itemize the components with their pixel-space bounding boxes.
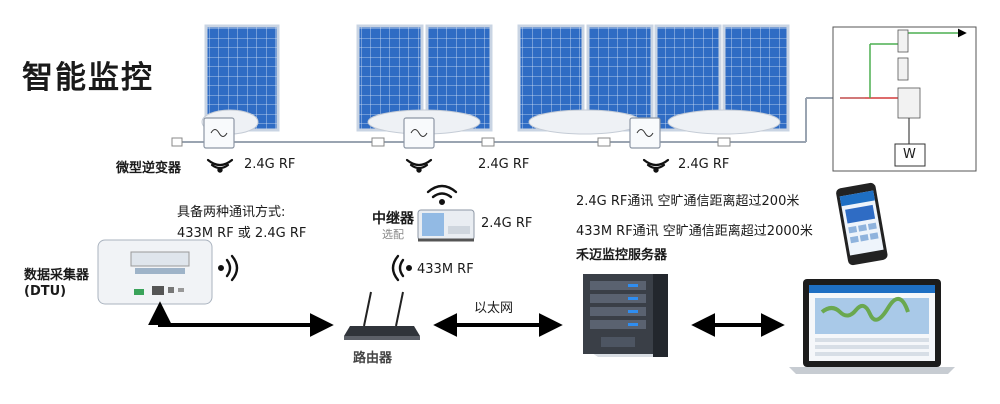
repeater-rf-label: 2.4G RF <box>481 216 533 231</box>
dtu-wifi-icon <box>217 254 239 282</box>
rf-label: 2.4G RF <box>478 157 530 172</box>
comm-modes-line2: 433M RF 或 2.4G RF <box>177 226 307 241</box>
ethernet-label: 以太网 <box>474 301 514 316</box>
range-24-label: 2.4G RF通讯 空旷通信距离超过200米 <box>576 194 800 209</box>
range-433-label: 433M RF通讯 空旷通信距离超过2000米 <box>576 224 813 239</box>
micro-inverter-label: 微型逆变器 <box>116 161 182 176</box>
rf-433-signal-icon <box>391 254 413 282</box>
rf-label: 2.4G RF <box>244 157 296 172</box>
dtu-device <box>97 239 213 305</box>
smartphone-device <box>836 182 888 266</box>
repeater-device <box>417 209 475 242</box>
router-device <box>344 291 420 340</box>
grid-connection-box <box>832 26 977 172</box>
dtu-router-arrow <box>148 301 334 337</box>
laptop-device <box>789 279 955 374</box>
repeater-optional-label: 选配 <box>382 228 404 241</box>
server-device <box>583 274 668 357</box>
comm-modes-line1: 具备两种通讯方式: <box>177 205 286 220</box>
dtu-label-abbr: (DTU) <box>24 284 67 299</box>
server-label: 禾迈监控服务器 <box>576 248 668 263</box>
router-label: 路由器 <box>353 351 393 366</box>
rf-label: 2.4G RF <box>678 157 730 172</box>
wifi-signal-icon <box>206 158 670 173</box>
rf-433-label: 433M RF <box>417 262 474 277</box>
dtu-label: 数据采集器 <box>24 268 90 283</box>
wifi-signal-icon <box>426 184 458 205</box>
repeater-label: 中继器 <box>372 211 414 227</box>
page-title: 智能监控 <box>22 60 154 96</box>
meter-w-label: W <box>903 147 916 162</box>
